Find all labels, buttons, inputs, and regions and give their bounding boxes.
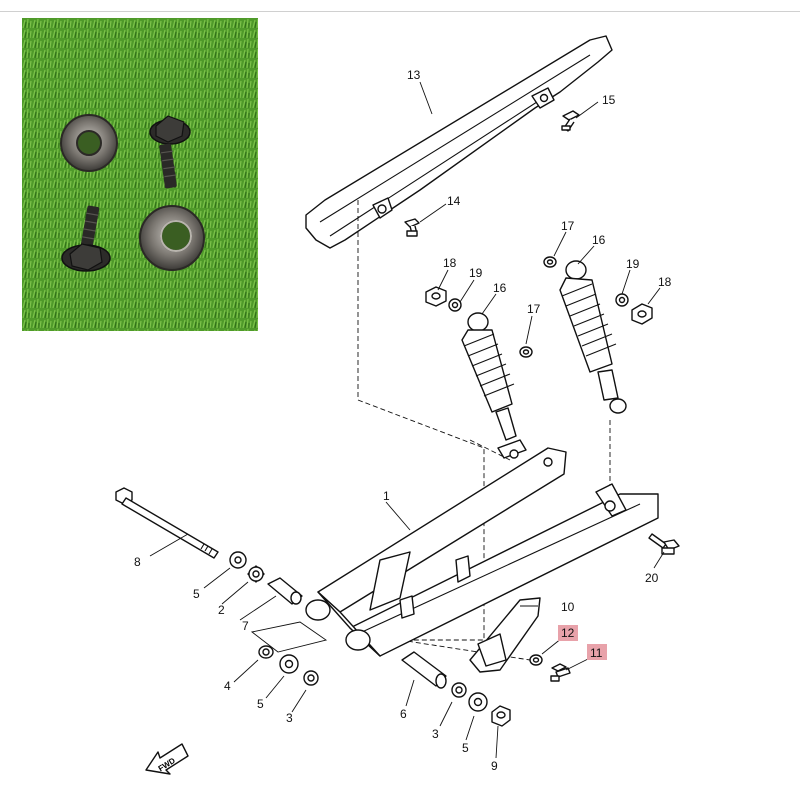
shock-absorber-right: [559, 260, 627, 414]
bolt-14-icon: [404, 218, 420, 237]
chain-case: [305, 35, 613, 249]
nut-18-left-icon: [425, 286, 447, 307]
callout-3-left: 3: [286, 711, 293, 725]
callout-17-lower: 17: [527, 302, 541, 316]
callout-12: 12: [561, 626, 575, 640]
callout-10: 10: [561, 600, 575, 614]
callout-16-right: 16: [592, 233, 606, 247]
callout-8: 8: [134, 555, 141, 569]
callout-7: 7: [242, 619, 249, 633]
callout-13: 13: [407, 68, 421, 82]
callout-6: 6: [400, 707, 407, 721]
nut-18-right-icon: [631, 303, 653, 325]
bushing-3-left-icon: [303, 670, 319, 686]
bolt-photo-2: [61, 205, 111, 272]
washer-19-right-icon: [615, 293, 629, 307]
callout-2: 2: [218, 603, 225, 617]
washer-19-left-icon: [448, 298, 462, 312]
bushing-3-right-icon: [451, 682, 467, 698]
callout-19-left: 19: [469, 266, 483, 280]
bushing-4-icon: [258, 645, 274, 659]
leader-lines: [149, 81, 665, 759]
callout-11-highlight: [587, 644, 607, 660]
chain-guide: [469, 597, 541, 673]
callout-1: 1: [383, 489, 390, 503]
callout-5-upper: 5: [193, 587, 200, 601]
nut-9-icon: [491, 705, 511, 727]
pivot-shaft-8: [115, 487, 219, 559]
shock-absorber-left: [461, 312, 527, 459]
washer-5-upper-icon: [229, 551, 247, 569]
washer-5-mid-icon: [279, 654, 299, 674]
washer-5-lower-icon: [468, 692, 488, 712]
bolt-15-icon: [561, 110, 580, 132]
callout-18-right: 18: [658, 275, 672, 289]
callout-4: 4: [224, 679, 231, 693]
callout-12-highlight: [558, 625, 578, 641]
collar-7-icon: [267, 577, 303, 605]
callout-19-right: 19: [626, 257, 640, 271]
bolt-20-icon: [648, 533, 680, 555]
washer-17-lower-icon: [519, 346, 533, 358]
callout-16-left: 16: [493, 281, 507, 295]
callout-17-upper: 17: [561, 219, 575, 233]
fwd-arrow-icon: FWD: [145, 743, 189, 775]
swingarm: [305, 447, 659, 657]
collar-6-icon: [401, 651, 447, 689]
callout-9: 9: [491, 759, 498, 773]
top-divider: [0, 11, 800, 12]
callout-5-mid: 5: [257, 697, 264, 711]
callout-14: 14: [447, 194, 461, 208]
washer-17-upper-icon: [543, 256, 557, 268]
washer-photo-2: [139, 205, 205, 271]
bolt-photo-1: [149, 115, 191, 189]
parts-photo: [22, 18, 258, 331]
callout-15: 15: [602, 93, 616, 107]
callout-18-left: 18: [443, 256, 457, 270]
washer-photo-1: [60, 114, 118, 172]
bolt-11-icon: [550, 663, 571, 682]
bushing-2-icon: [247, 565, 265, 583]
callout-20: 20: [645, 571, 659, 585]
washer-12-icon: [529, 654, 543, 666]
callout-5-lower: 5: [462, 741, 469, 755]
callout-3-right: 3: [432, 727, 439, 741]
callout-11: 11: [590, 646, 603, 660]
